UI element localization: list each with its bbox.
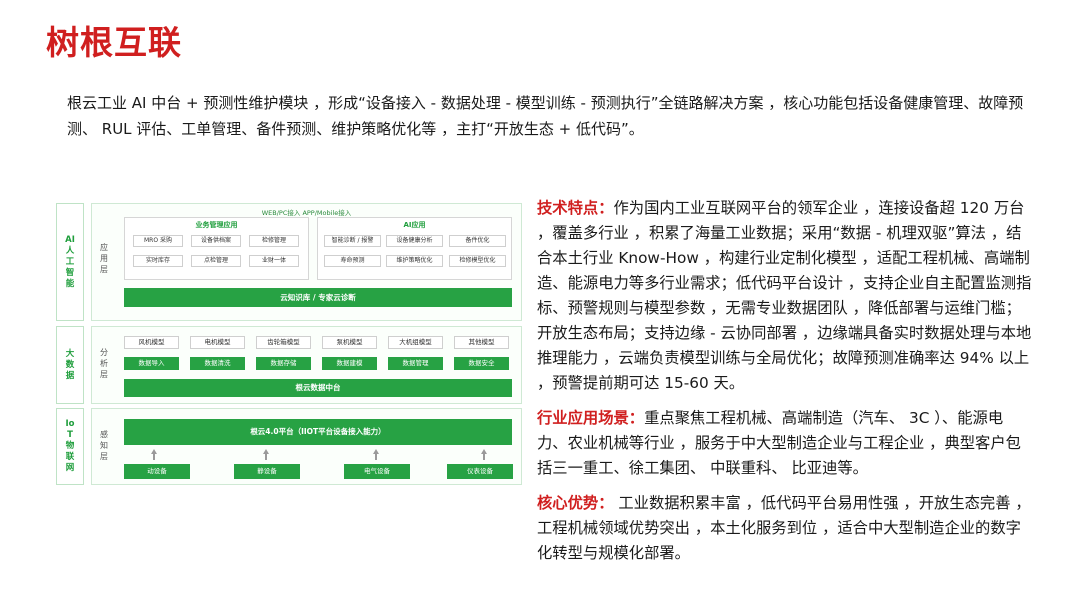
app-cell: 设备供档案 bbox=[191, 235, 241, 247]
layer-side-label-iot: IoT物联网 bbox=[56, 408, 84, 485]
up-arrow-icon bbox=[373, 449, 379, 454]
device-cell: 动设备 bbox=[124, 464, 190, 479]
layer-label-analysis: 分析层 bbox=[100, 348, 108, 379]
app-cell: 设备健康分析 bbox=[386, 235, 443, 247]
perception-layer: 感知层 根云4.0平台（IIOT平台设备接入能力） 动设备 静设备 电气设备 仪… bbox=[91, 408, 522, 485]
device-cell: 静设备 bbox=[234, 464, 300, 479]
group-title: 业务管理应用 bbox=[195, 221, 238, 229]
layer-side-label-ai: AI人工智能 bbox=[56, 203, 84, 321]
section-label: 技术特点： bbox=[537, 199, 614, 217]
device-cell: 电气设备 bbox=[344, 464, 410, 479]
up-arrow-icon bbox=[263, 449, 269, 454]
app-cell: 检修管理 bbox=[249, 235, 299, 247]
iiot-platform-bar: 根云4.0平台（IIOT平台设备接入能力） bbox=[124, 419, 512, 445]
layer-label-perception: 感知层 bbox=[100, 430, 108, 461]
section-text: 重点聚焦工程机械、高端制造（汽车、 3C ）、能源电力、农业机械等行业 ，服务于… bbox=[537, 409, 1021, 477]
up-arrow-icon bbox=[151, 449, 157, 454]
app-cell: MRO 采购 bbox=[133, 235, 183, 247]
device-cell: 仪表设备 bbox=[447, 464, 513, 479]
model-cell: 其他模型 bbox=[454, 336, 509, 349]
tech-features-paragraph: 技术特点：作为国内工业互联网平台的领军企业 ，连接设备超 120 万台 ，覆盖多… bbox=[537, 196, 1032, 396]
section-label: 行业应用场景： bbox=[537, 409, 645, 427]
section-text: 作为国内工业互联网平台的领军企业 ，连接设备超 120 万台 ，覆盖多行业 ，积… bbox=[537, 199, 1032, 392]
model-cell: 电机模型 bbox=[190, 336, 245, 349]
section-label: 核心优势： bbox=[537, 494, 614, 512]
app-cell: 维护策略优化 bbox=[386, 255, 443, 267]
model-cell: 齿轮箱模型 bbox=[256, 336, 311, 349]
cloud-knowledge-bar: 云知识库 / 专家云诊断 bbox=[124, 288, 512, 307]
app-cell: 点检管理 bbox=[191, 255, 241, 267]
up-arrow-icon bbox=[375, 454, 377, 460]
layer-side-label-bigdata: 大数据 bbox=[56, 326, 84, 404]
architecture-diagram: AI人工智能 应用层 WEB/PC接入 APP/Mobile接入 业务管理应用 … bbox=[56, 203, 522, 485]
model-cell: 泵机模型 bbox=[322, 336, 377, 349]
up-arrow-icon bbox=[153, 454, 155, 460]
app-cell: 智能诊断 / 报警 bbox=[324, 235, 381, 247]
data-tool-cell: 数据管理 bbox=[388, 357, 443, 370]
access-note: WEB/PC接入 APP/Mobile接入 bbox=[261, 209, 352, 217]
page-title: 树根互联 bbox=[46, 23, 182, 62]
application-layer: 应用层 WEB/PC接入 APP/Mobile接入 业务管理应用 MRO 采购 … bbox=[91, 203, 522, 321]
data-tool-cell: 数据存储 bbox=[256, 357, 311, 370]
data-tool-cell: 数据导入 bbox=[124, 357, 179, 370]
analysis-layer: 分析层 风机模型 电机模型 齿轮箱模型 泵机模型 大机组模型 其他模型 数据导入… bbox=[91, 326, 522, 404]
data-tool-cell: 数据建模 bbox=[322, 357, 377, 370]
model-cell: 大机组模型 bbox=[388, 336, 443, 349]
app-cell: 实时库存 bbox=[133, 255, 183, 267]
up-arrow-icon bbox=[483, 454, 485, 460]
description-column: 技术特点：作为国内工业互联网平台的领军企业 ，连接设备超 120 万台 ，覆盖多… bbox=[537, 196, 1032, 576]
app-cell: 备件优化 bbox=[449, 235, 506, 247]
section-text: 工业数据积累丰富 ，低代码平台易用性强 ，开放生态完善 ，工程机械领域优势突出 … bbox=[537, 494, 1031, 562]
model-cell: 风机模型 bbox=[124, 336, 179, 349]
intro-paragraph: 根云工业 AI 中台 + 预测性维护模块 ，形成“设备接入 - 数据处理 - 模… bbox=[67, 94, 1024, 138]
core-advantages-paragraph: 核心优势： 工业数据积累丰富 ，低代码平台易用性强 ，开放生态完善 ，工程机械领… bbox=[537, 491, 1032, 566]
app-cell: 业财一体 bbox=[249, 255, 299, 267]
up-arrow-icon bbox=[265, 454, 267, 460]
layer-label-application: 应用层 bbox=[100, 243, 108, 274]
data-tool-cell: 数据安全 bbox=[454, 357, 509, 370]
data-tool-cell: 数据清洗 bbox=[190, 357, 245, 370]
business-apps-group: 业务管理应用 MRO 采购 设备供档案 检修管理 实时库存 点检管理 业财一体 bbox=[124, 217, 309, 280]
up-arrow-icon bbox=[481, 449, 487, 454]
data-platform-bar: 根云数据中台 bbox=[124, 379, 512, 397]
group-title: AI应用 bbox=[403, 221, 426, 229]
application-scenarios-paragraph: 行业应用场景：重点聚焦工程机械、高端制造（汽车、 3C ）、能源电力、农业机械等… bbox=[537, 406, 1032, 481]
app-cell: 检修模型优化 bbox=[449, 255, 506, 267]
ai-apps-group: AI应用 智能诊断 / 报警 设备健康分析 备件优化 寿命预测 维护策略优化 检… bbox=[317, 217, 512, 280]
app-cell: 寿命预测 bbox=[324, 255, 381, 267]
